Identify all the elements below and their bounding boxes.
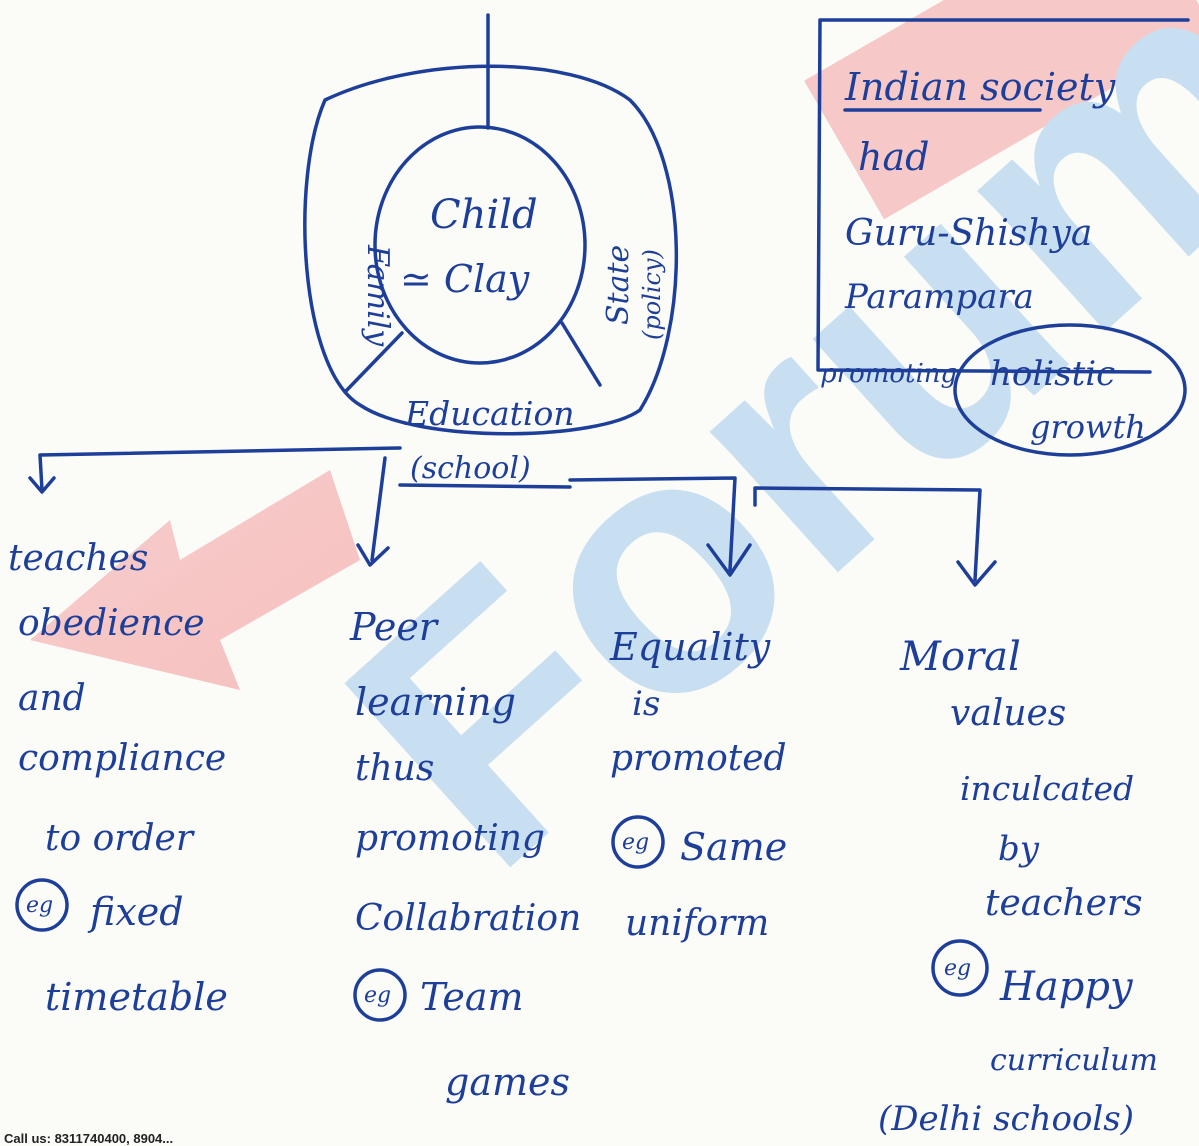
branch-2-eg-circle — [353, 968, 407, 1022]
side-note-line-2: had — [858, 135, 929, 179]
ring-label-family: Family — [360, 244, 395, 347]
branch-1-line-1: teaches — [8, 538, 148, 579]
outer-ring — [303, 64, 679, 436]
side-note-growth: growth — [1030, 408, 1146, 446]
branch-2: Peer learning thus promoting Collabratio… — [349, 605, 581, 1104]
branch-3-eg-label: eg — [622, 830, 649, 855]
branch-4-eg-label: eg — [944, 956, 971, 981]
branch-2-line-3: thus — [355, 748, 434, 789]
branch-4-line-4: by — [998, 829, 1040, 869]
branch-1-example-2: timetable — [45, 975, 228, 1019]
connector-branch-3 — [568, 476, 737, 572]
branch-1-example-1: fixed — [87, 890, 184, 934]
connector-branch-3-arrow — [706, 543, 752, 577]
branch-3: Equality is promoted eg Same uniform — [609, 625, 787, 944]
ring-label-policy: (policy) — [638, 249, 666, 340]
branch-1: teaches obedience and compliance to orde… — [8, 538, 228, 1019]
branch-4-example-1: Happy — [999, 964, 1134, 1010]
ring-divider-right — [560, 321, 602, 387]
holistic-growth-circle — [953, 323, 1187, 457]
branch-2-line-2: learning — [355, 680, 516, 724]
side-note-line-1: Indian society — [844, 65, 1116, 109]
branch-3-line-3: promoted — [610, 738, 787, 779]
ring-label-education: Education — [404, 394, 575, 433]
branch-2-line-4: promoting — [355, 818, 545, 859]
branch-3-line-1: Equality — [609, 625, 771, 669]
connector-branch-1-arrow — [28, 476, 56, 494]
branch-2-line-1: Peer — [349, 605, 440, 649]
ring-label-state: State — [601, 245, 636, 325]
branch-connectors — [28, 446, 997, 587]
connector-branch-4-arrow — [956, 560, 997, 587]
branch-4-line-1: Moral — [899, 634, 1021, 680]
branch-4-example-3: (Delhi schools) — [878, 1099, 1134, 1139]
branch-3-eg-circle — [611, 815, 665, 869]
watermark-red-band — [804, 0, 1199, 220]
side-note-holistic: holistic — [990, 354, 1115, 394]
footer-contact: Call us: 8311740400, 8904... — [4, 1131, 174, 1146]
connector-branch-2-arrow — [356, 543, 390, 567]
branch-2-line-5: Collabration — [355, 898, 581, 939]
connector-branch-4 — [753, 486, 982, 582]
side-note-line-4: Parampara — [844, 277, 1034, 317]
side-note-line-5: promoting — [820, 359, 957, 389]
branch-2-eg-label: eg — [364, 983, 391, 1008]
branch-1-eg-circle — [15, 878, 69, 932]
branch-3-example-1: Same — [680, 825, 787, 869]
ring-label-school: (school) — [410, 451, 531, 486]
side-box-border — [816, 18, 1190, 374]
branch-4-eg-circle — [931, 939, 989, 997]
branch-2-example-2: games — [445, 1060, 570, 1104]
branch-1-line-5: to order — [45, 818, 195, 859]
side-note-line-3: Guru-Shishya — [845, 213, 1092, 254]
side-note-box: Indian society had Guru-Shishya Parampar… — [816, 18, 1190, 457]
central-ring: Family Child ≃ Clay State (policy) Educa… — [303, 13, 679, 489]
branch-1-eg-label: eg — [26, 893, 53, 918]
branch-3-example-2: uniform — [625, 903, 769, 944]
branch-2-example-1: Team — [420, 975, 524, 1019]
school-underline — [398, 483, 572, 489]
inner-circle — [373, 125, 587, 365]
watermark-arrow-icon — [30, 470, 360, 690]
branch-1-line-4: compliance — [18, 738, 226, 779]
center-label-line1: Child — [430, 192, 538, 238]
branch-1-line-2: obedience — [18, 603, 205, 644]
branch-4-line-2: values — [950, 693, 1066, 734]
center-label-line2: ≃ Clay — [400, 257, 530, 301]
branch-4-example-2: curriculum — [990, 1043, 1158, 1078]
ring-divider-left — [343, 331, 404, 394]
branch-3-line-2: is — [632, 684, 660, 724]
branch-4-line-5: teachers — [985, 883, 1143, 924]
connector-branch-1 — [38, 446, 402, 492]
branch-4-line-3: inculcated — [960, 769, 1134, 808]
branch-4: Moral values inculcated by teachers eg H… — [878, 634, 1158, 1139]
connector-branch-2 — [370, 456, 387, 562]
branch-1-line-3: and — [18, 678, 86, 719]
